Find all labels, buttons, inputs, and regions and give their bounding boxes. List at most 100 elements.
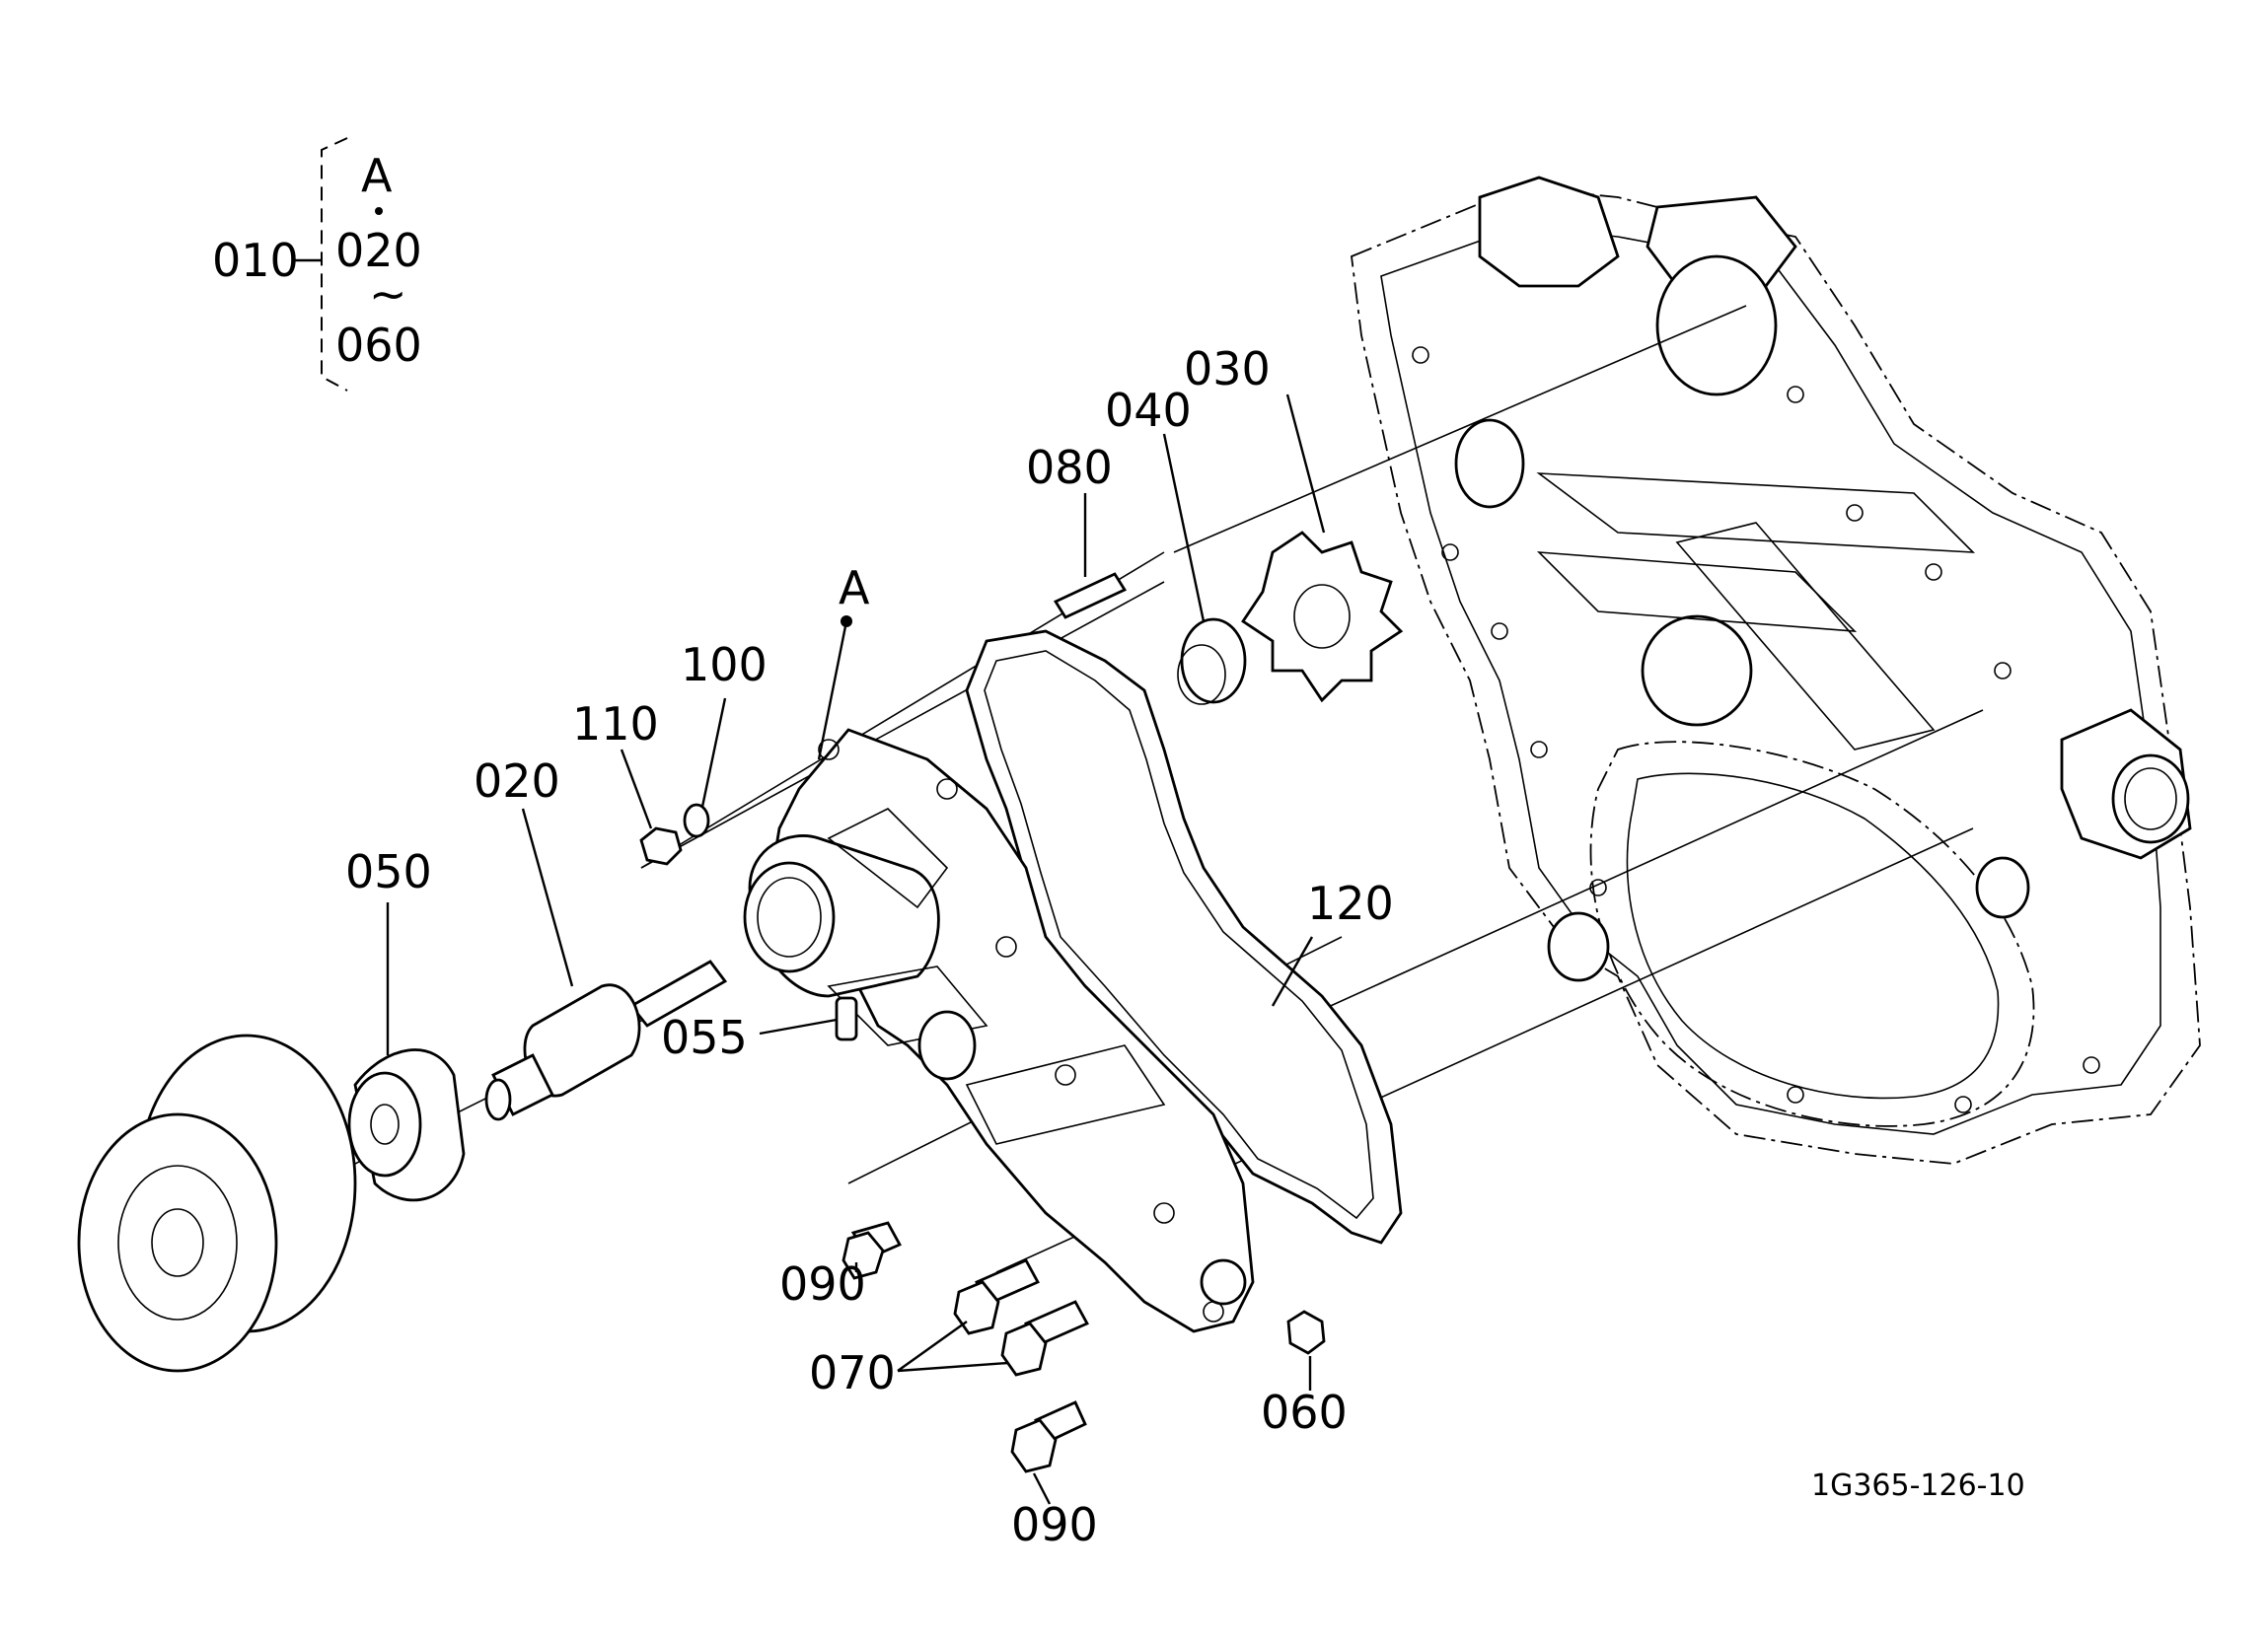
shaft-front-end (484, 1078, 512, 1121)
legend-assembly-number: 010 (212, 234, 299, 287)
axis-stud-upper (640, 581, 1165, 869)
lower-left-boss (1547, 911, 1610, 982)
pump-rib-lower (827, 966, 988, 1046)
thermostat-port (1478, 176, 1620, 288)
pump-channel (965, 1044, 1166, 1145)
callout-030: 030 (1184, 342, 1271, 395)
stud-body (1053, 572, 1128, 619)
pulley-rim-front (77, 1112, 278, 1373)
washer-ring (683, 803, 710, 838)
pump-bolt-hole (1203, 1301, 1224, 1323)
rib-middle (1536, 551, 1858, 632)
leader-070-a (897, 1321, 968, 1372)
pin-body (835, 996, 858, 1041)
bolt-090-upper (841, 1221, 902, 1280)
shaft-rear (628, 960, 728, 1028)
pump-bolt-hole (936, 778, 958, 800)
legend-range-end: 060 (335, 319, 422, 372)
plug-060 (1286, 1310, 1326, 1355)
leader-070-b (897, 1361, 1009, 1373)
pulley-bore (151, 1208, 204, 1277)
nut-110 (639, 826, 683, 866)
upper-bore (1655, 254, 1778, 396)
water-pump-body (743, 728, 1255, 1333)
pump-bolt-hole (1153, 1202, 1175, 1224)
case-bolt-hole (1925, 563, 1942, 581)
leader-marker-a (817, 620, 848, 760)
timing-gear-cavity (1589, 741, 2035, 1127)
callout-055: 055 (661, 1011, 748, 1064)
leader-020 (521, 808, 574, 987)
washer-100 (683, 803, 710, 838)
pump-bolt-hole (995, 936, 1017, 958)
callout-marker-a: A (839, 561, 870, 614)
leader-055 (759, 1018, 838, 1036)
axis-upper (1173, 305, 1747, 553)
nut-hex (639, 826, 683, 866)
flange-bore (370, 1104, 400, 1145)
callout-090-upper: 090 (779, 1257, 866, 1311)
case-bolt-hole (2083, 1056, 2100, 1074)
pump-rib (827, 808, 949, 909)
bolt-070-upper (953, 1258, 1040, 1335)
drawing-id: 1G365-126-10 (1811, 1468, 2025, 1503)
callout-labels: 030 040 080 100 110 020 050 055 120 090 … (345, 342, 1394, 1551)
legend-dot (375, 207, 383, 215)
callout-100: 100 (681, 638, 768, 691)
rib-diagonal (1675, 522, 1936, 751)
bolt-090-lower (1010, 1400, 1087, 1473)
leader-040 (1162, 433, 1206, 622)
impeller-vanes (1241, 531, 1404, 703)
legend-range-separator: ~ (369, 267, 407, 321)
pump-side-boss (917, 1010, 977, 1081)
case-bolt-hole (1787, 1086, 1804, 1104)
case-bolt-hole (1787, 386, 1804, 403)
pump-outlet-port (1200, 1258, 1247, 1306)
callout-050: 050 (345, 845, 432, 898)
lower-right-boss (1975, 856, 2030, 919)
bolt-head (1000, 1322, 1048, 1377)
pulley-flange-050 (347, 1048, 466, 1202)
leader-120 (1271, 936, 1314, 1007)
legend-range-start: 020 (335, 224, 422, 277)
leader-lines (386, 394, 1326, 1505)
seal-ring (1180, 617, 1247, 704)
case-bolt-hole (1441, 543, 1459, 561)
callout-040: 040 (1105, 384, 1192, 437)
bolt-head (841, 1231, 885, 1280)
stud-bolt-080 (1053, 572, 1128, 619)
left-bore (1454, 418, 1525, 509)
rib-upper (1536, 472, 1976, 553)
leader-030 (1285, 394, 1326, 534)
leader-110 (620, 749, 653, 829)
case-bolt-hole (1491, 622, 1508, 640)
gear-case-outline (1351, 186, 2201, 1165)
pump-inlet-bore (757, 877, 822, 958)
plug-body (1286, 1310, 1326, 1355)
case-bolt-hole (1994, 662, 2012, 680)
case-bolt-hole (1530, 741, 1548, 758)
gear-case-housing (1351, 176, 2201, 1165)
gear-case-inner-flange (1380, 226, 2161, 1135)
center-bore (1641, 614, 1753, 727)
callout-090-lower: 090 (1011, 1498, 1098, 1551)
flange-face (347, 1071, 422, 1178)
leader-090-lower (1032, 1472, 1052, 1505)
bearing-shaft-020 (484, 960, 728, 1121)
cavity-inner (1626, 772, 2000, 1100)
dowel-pin-055 (835, 996, 858, 1041)
side-outlet-bore (2124, 767, 2177, 830)
gasket-inner-edge (984, 650, 1374, 1220)
bolt-head (953, 1280, 1000, 1335)
legend-marker: A (361, 149, 393, 202)
shaft-bearing-housing (523, 983, 641, 1098)
callout-020: 020 (474, 754, 560, 808)
pump-bolt-hole (818, 739, 840, 760)
fan-pulley (77, 1034, 357, 1373)
mechanical-seal-040 (1177, 617, 1247, 705)
assembly-legend: 010 A 020 ~ 060 (212, 137, 422, 392)
callout-070: 070 (809, 1346, 896, 1399)
leader-100 (700, 697, 727, 808)
